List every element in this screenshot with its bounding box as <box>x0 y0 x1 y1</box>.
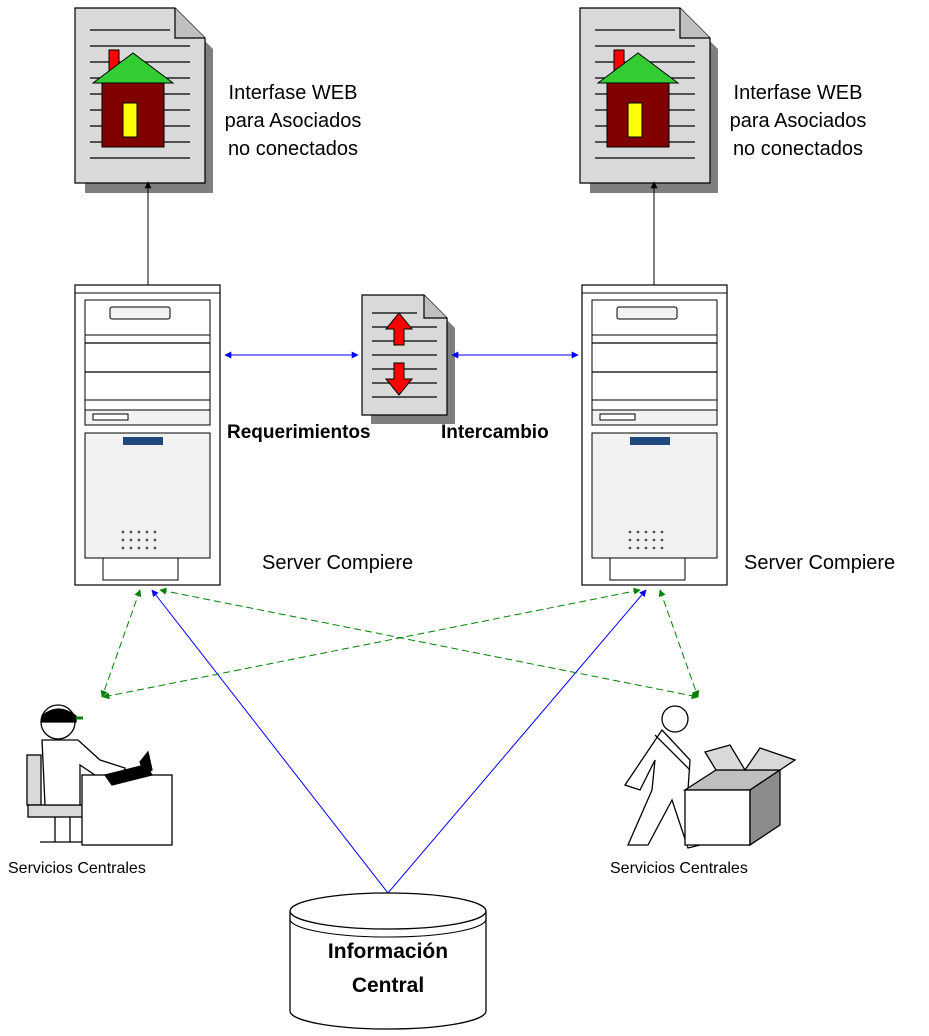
user-left-label: Servicios Centrales <box>8 860 146 877</box>
user-at-desk-icon <box>26 704 173 846</box>
web-interface-right-line3: no conectados <box>732 138 864 160</box>
web-document-left-icon <box>74 7 213 193</box>
web-interface-left-line2: para Asociados <box>224 110 362 132</box>
server-left-label: Server Compiere <box>262 552 414 574</box>
database-label: Información Central <box>293 935 483 1003</box>
web-interface-right-line2: para Asociados <box>729 110 867 132</box>
exchange-label: Intercambio <box>441 422 549 443</box>
db-to-server-left-link <box>151 589 389 894</box>
user-right-label: Servicios Centrales <box>610 860 748 877</box>
web-document-right-icon <box>579 7 718 193</box>
web-interface-left-line1: Interfase WEB <box>228 82 358 104</box>
request-label: Requerimientos <box>227 422 371 443</box>
server-right-to-user-left-link <box>102 587 641 700</box>
database-label-line1: Información <box>327 940 449 963</box>
web-interface-left-label: Interfase WEB para Asociados no conectad… <box>193 79 393 163</box>
user-with-box-icon <box>623 705 797 849</box>
database-icon <box>289 892 487 1030</box>
server-left-to-user-left-link <box>100 589 142 698</box>
server-right-icon <box>581 284 728 586</box>
exchange-document-icon <box>361 294 455 424</box>
server-right-to-user-right-link <box>658 589 700 698</box>
db-to-server-right-link <box>387 589 647 894</box>
web-interface-left-line3: no conectados <box>227 138 359 160</box>
server-left-to-user-right-link <box>159 587 699 700</box>
database-label-line2: Central <box>351 974 425 997</box>
web-interface-right-label: Interfase WEB para Asociados no conectad… <box>698 79 898 163</box>
web-interface-right-line1: Interfase WEB <box>733 82 863 104</box>
server-left-icon <box>74 284 221 586</box>
server-right-label: Server Compiere <box>744 552 896 574</box>
